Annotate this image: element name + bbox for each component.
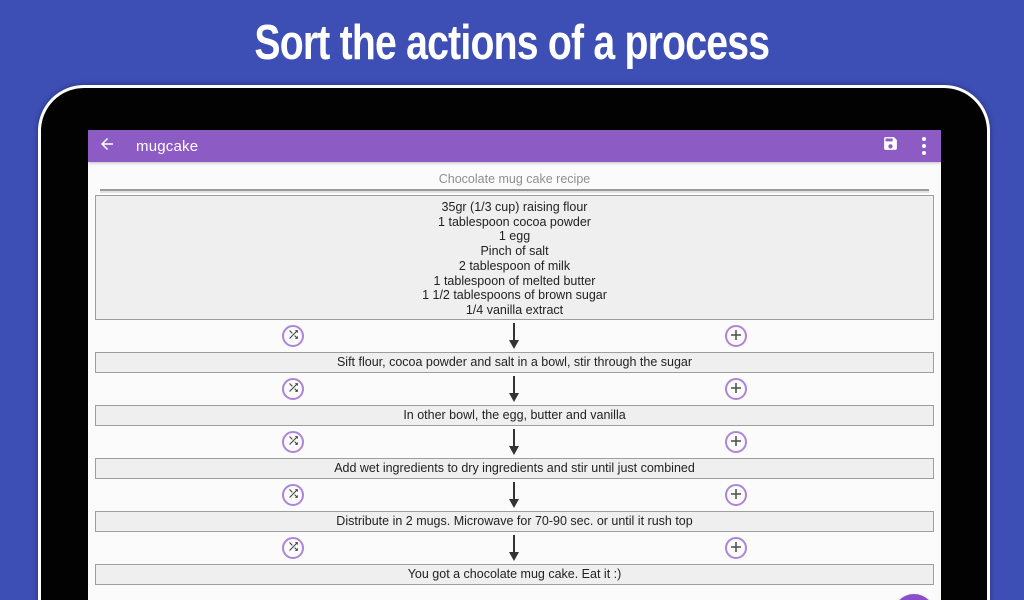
down-arrow-icon <box>506 535 522 561</box>
step-box-1[interactable]: 35gr (1/3 cup) raising flour 1 tablespoo… <box>95 195 934 320</box>
overflow-menu-button[interactable] <box>907 130 941 162</box>
shuffle-icon <box>287 328 300 344</box>
add-step-button-3[interactable] <box>725 431 747 453</box>
down-arrow-icon <box>506 429 522 455</box>
shuffle-button-5[interactable] <box>282 537 304 559</box>
down-arrow-icon <box>506 323 522 349</box>
shuffle-icon <box>287 487 300 503</box>
add-step-button-5[interactable] <box>725 537 747 559</box>
process-title-underline <box>100 189 929 193</box>
process-flow: Chocolate mug cake recipe 35gr (1/3 cup)… <box>88 162 941 600</box>
add-plus-icon <box>730 329 742 344</box>
connector-4 <box>88 479 941 511</box>
shuffle-icon <box>287 381 300 397</box>
add-step-button-4[interactable] <box>725 484 747 506</box>
overflow-menu-icon <box>922 137 926 155</box>
add-plus-icon <box>730 382 742 397</box>
add-step-button-1[interactable] <box>725 325 747 347</box>
down-arrow-icon <box>506 482 522 508</box>
connector-2 <box>88 373 941 405</box>
shuffle-icon <box>287 540 300 556</box>
edit-fab-button[interactable] <box>893 594 935 600</box>
shuffle-icon <box>287 434 300 450</box>
tablet-frame: mugcake Chocolate mug cake recipe 35gr (… <box>38 85 990 600</box>
shuffle-button-1[interactable] <box>282 325 304 347</box>
save-button[interactable] <box>873 130 907 162</box>
save-icon <box>882 135 899 157</box>
step-box-4[interactable]: Add wet ingredients to dry ingredients a… <box>95 458 934 479</box>
promo-banner-title: Sort the actions of a process <box>254 15 771 70</box>
add-plus-icon <box>730 488 742 503</box>
step-box-6[interactable]: You got a chocolate mug cake. Eat it :) <box>95 564 934 585</box>
connector-3 <box>88 426 941 458</box>
connector-1 <box>88 320 941 352</box>
add-plus-icon <box>730 541 742 556</box>
shuffle-button-4[interactable] <box>282 484 304 506</box>
back-button[interactable] <box>88 130 126 162</box>
toolbar-title: mugcake <box>136 137 199 155</box>
shuffle-button-3[interactable] <box>282 431 304 453</box>
step-box-2[interactable]: Sift flour, cocoa powder and salt in a b… <box>95 352 934 373</box>
process-title-field[interactable]: Chocolate mug cake recipe <box>438 172 591 186</box>
back-arrow-icon <box>98 135 116 158</box>
shuffle-button-2[interactable] <box>282 378 304 400</box>
step-box-3[interactable]: In other bowl, the egg, butter and vanil… <box>95 405 934 426</box>
tablet-screen: mugcake Chocolate mug cake recipe 35gr (… <box>88 130 941 600</box>
add-plus-icon <box>730 435 742 450</box>
app-toolbar: mugcake <box>88 130 941 162</box>
add-step-button-2[interactable] <box>725 378 747 400</box>
promo-banner: Sort the actions of a process <box>0 0 1024 85</box>
connector-5 <box>88 532 941 564</box>
down-arrow-icon <box>506 376 522 402</box>
step-box-5[interactable]: Distribute in 2 mugs. Microwave for 70-9… <box>95 511 934 532</box>
